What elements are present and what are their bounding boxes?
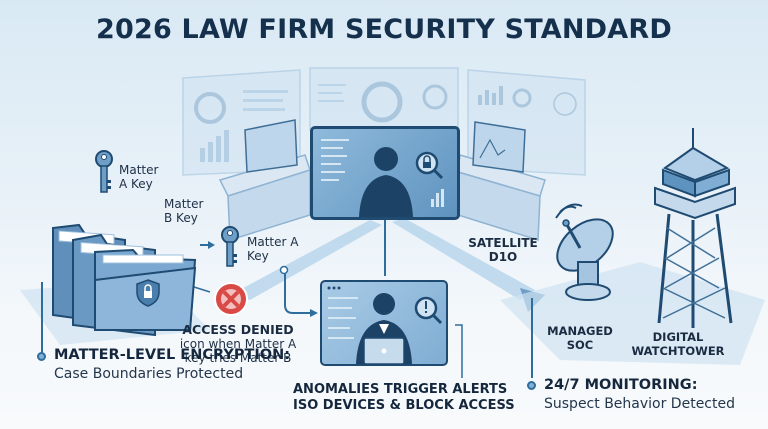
label-line: SATELLITE [468,236,538,250]
label-matter-a-key-top: Matter A Key [119,163,158,191]
laptop-user-icon [320,280,448,366]
label-line: B Key [164,211,198,225]
label-access-denied: ACCESS DENIED icon when Matter A key tri… [170,322,306,366]
key-icon [95,150,113,193]
label-line: Matter [119,163,159,177]
label-line: DIGITAL [652,330,704,344]
heading-line: ISO DEVICES & BLOCK ACCESS [293,398,515,413]
key-icon [221,226,239,267]
label-matter-a-key-mid: Matter A Key [247,235,298,263]
label-line: Key [247,249,269,263]
label-line: SOC [566,338,594,352]
section-encryption-heading: MATTER-LEVEL ENCRYPTION: [54,347,291,363]
folder-stack-icon [52,223,197,337]
label-line: WATCHTOWER [631,344,725,358]
label-line: A Key [119,177,153,191]
label-line: Matter A [247,235,299,249]
connector-line [531,298,533,378]
label-line: D1O [488,250,518,264]
page-title: 2026 LAW FIRM SECURITY STANDARD [96,14,672,45]
section-encryption-subtext: Case Boundaries Protected [54,366,244,382]
bullet-dot [37,352,46,361]
satellite-dish-icon [555,203,614,301]
magnifier-alert-icon [0,0,1,1]
label-line: MANAGED [547,324,613,338]
bullet-dot [527,381,536,390]
access-denied-line: key tries Matter B [184,351,292,365]
heading-line: ANOMALIES TRIGGER ALERTS [293,382,508,397]
label-line: Matter [164,197,204,211]
access-denied-title: ACCESS DENIED [182,322,294,337]
label-matter-b-key: Matter B Key [164,197,203,225]
analyst-monitor-icon [310,126,460,220]
section-monitoring-heading: 24/7 MONITORING: [544,377,698,393]
watchtower-icon [654,128,736,328]
shield-lock-icon [136,279,160,307]
label-digital-watchtower: DIGITAL WATCHTOWER [628,330,728,358]
connector-line [41,282,43,354]
access-denied-icon [214,282,248,316]
section-monitoring-subtext: Suspect Behavior Detected [544,396,735,412]
access-denied-line: icon when Matter A [179,337,297,351]
section-anomalies-heading: ANOMALIES TRIGGER ALERTS ISO DEVICES & B… [293,382,515,414]
label-managed-soc: MANAGED SOC [545,324,615,352]
label-satellite: SATELLITE D1O [468,236,538,264]
